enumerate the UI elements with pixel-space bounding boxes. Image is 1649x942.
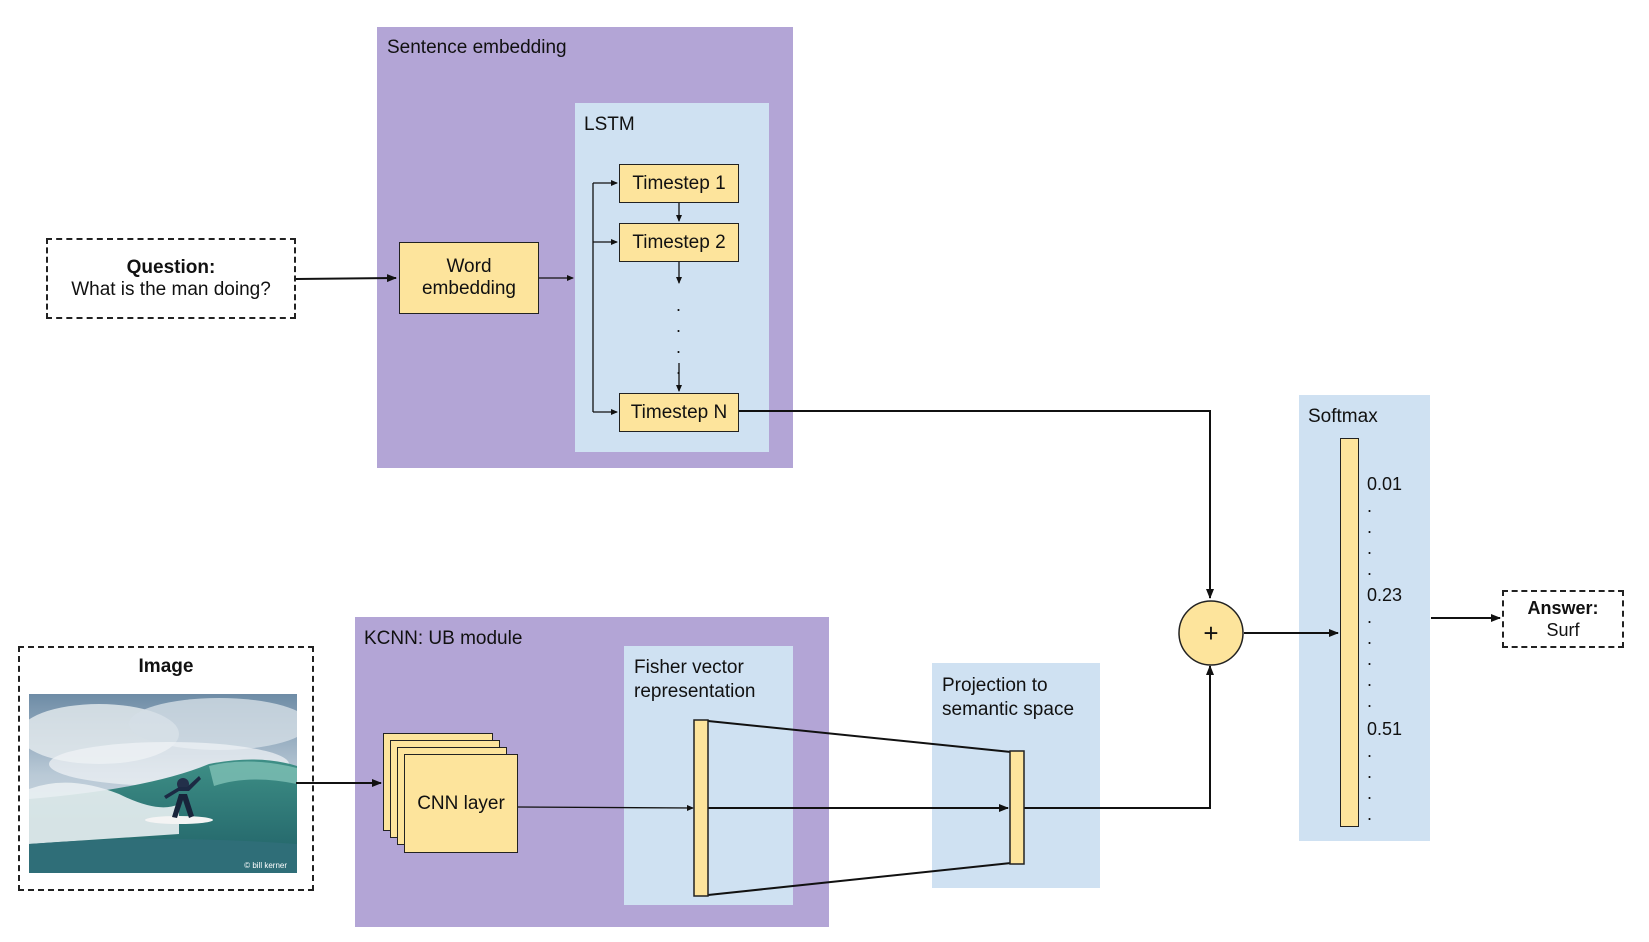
kcnn-title: KCNN: UB module <box>364 628 523 649</box>
word-embedding-block: Word embedding <box>399 242 539 314</box>
timestep-n-block: Timestep N <box>619 393 739 432</box>
answer-label: Answer: <box>1527 598 1599 618</box>
question-label: Question: <box>126 256 216 278</box>
answer-box: Answer: Surf <box>1502 590 1624 648</box>
softmax-dots-2: . . . . . <box>1367 607 1373 711</box>
softmax-value-1: 0.01 <box>1367 474 1403 494</box>
softmax-value-2: 0.23 <box>1367 585 1403 605</box>
projection-trapezoid-top <box>707 720 1012 753</box>
surfer-photo: © bill kerner <box>29 694 297 873</box>
surfer-photo-graphic: © bill kerner <box>29 694 297 873</box>
softmax-vector <box>1340 438 1359 827</box>
question-box: Question: What is the man doing? <box>46 238 296 319</box>
photo-watermark: © bill kerner <box>244 861 287 870</box>
fisher-vector-title: Fisher vector representation <box>634 657 756 702</box>
softmax-title: Softmax <box>1308 406 1378 427</box>
cnn-layer-block: CNN layer <box>404 754 518 853</box>
sum-node <box>1178 600 1244 666</box>
fisher-vector-bar <box>693 719 709 897</box>
arrow-cnn-to-fisher <box>517 804 694 811</box>
projection-trapezoid-bottom <box>707 862 1012 896</box>
softmax-stage <box>1299 395 1430 841</box>
softmax-dots-3: . . . . <box>1367 741 1373 824</box>
timestep-1-block: Timestep 1 <box>619 164 739 203</box>
timestep-2-block: Timestep 2 <box>619 223 739 262</box>
softmax-value-3: 0.51 <box>1367 719 1403 739</box>
arrow-question-to-embedding <box>295 274 397 283</box>
arrow-lstm-to-sum <box>739 410 1214 599</box>
question-text: What is the man doing? <box>71 278 271 300</box>
sentence-embedding-title: Sentence embedding <box>387 37 567 58</box>
softmax-dots-1: . . . . <box>1367 496 1373 579</box>
arrow-projection-to-sum <box>1024 665 1214 809</box>
lstm-title: LSTM <box>584 114 635 135</box>
sum-symbol: + <box>1203 618 1218 648</box>
answer-text: Surf <box>1546 620 1580 640</box>
projection-vector-bar <box>1009 750 1025 865</box>
projection-title: Projection to semantic space <box>942 675 1075 720</box>
image-label: Image <box>138 656 194 677</box>
